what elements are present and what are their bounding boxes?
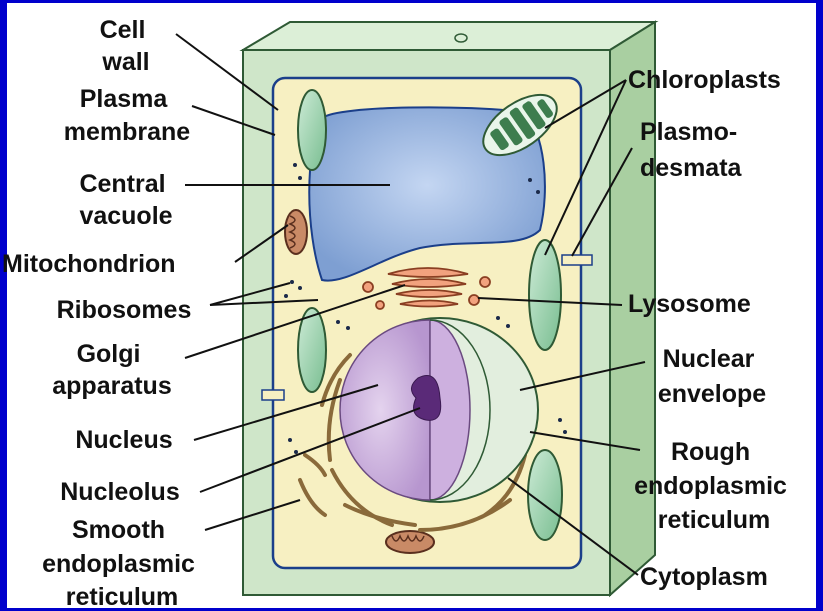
label-smooth-er: Smooth endoplasmic reticulum (42, 516, 202, 611)
label-rough-er: Rough endoplasmic reticulum (634, 438, 794, 534)
label-lysosome: Lysosome (628, 290, 751, 318)
nucleus (340, 318, 538, 502)
label-cytoplasm: Cytoplasm (640, 563, 768, 591)
label-mitochondrion: Mitochondrion (2, 250, 176, 278)
label-nuclear-envelope: Nuclear envelope (658, 345, 766, 408)
label-central-vacuole: Central vacuole (79, 170, 172, 230)
label-golgi-apparatus: Golgi apparatus (52, 340, 171, 400)
label-ribosomes: Ribosomes (57, 296, 192, 324)
label-cell-wall: Cell wall (100, 16, 153, 76)
label-nucleus: Nucleus (75, 426, 172, 454)
label-chloroplasts: Chloroplasts (628, 66, 781, 94)
label-plasma-membrane: Plasma membrane (64, 85, 191, 146)
label-nucleolus: Nucleolus (60, 478, 179, 506)
